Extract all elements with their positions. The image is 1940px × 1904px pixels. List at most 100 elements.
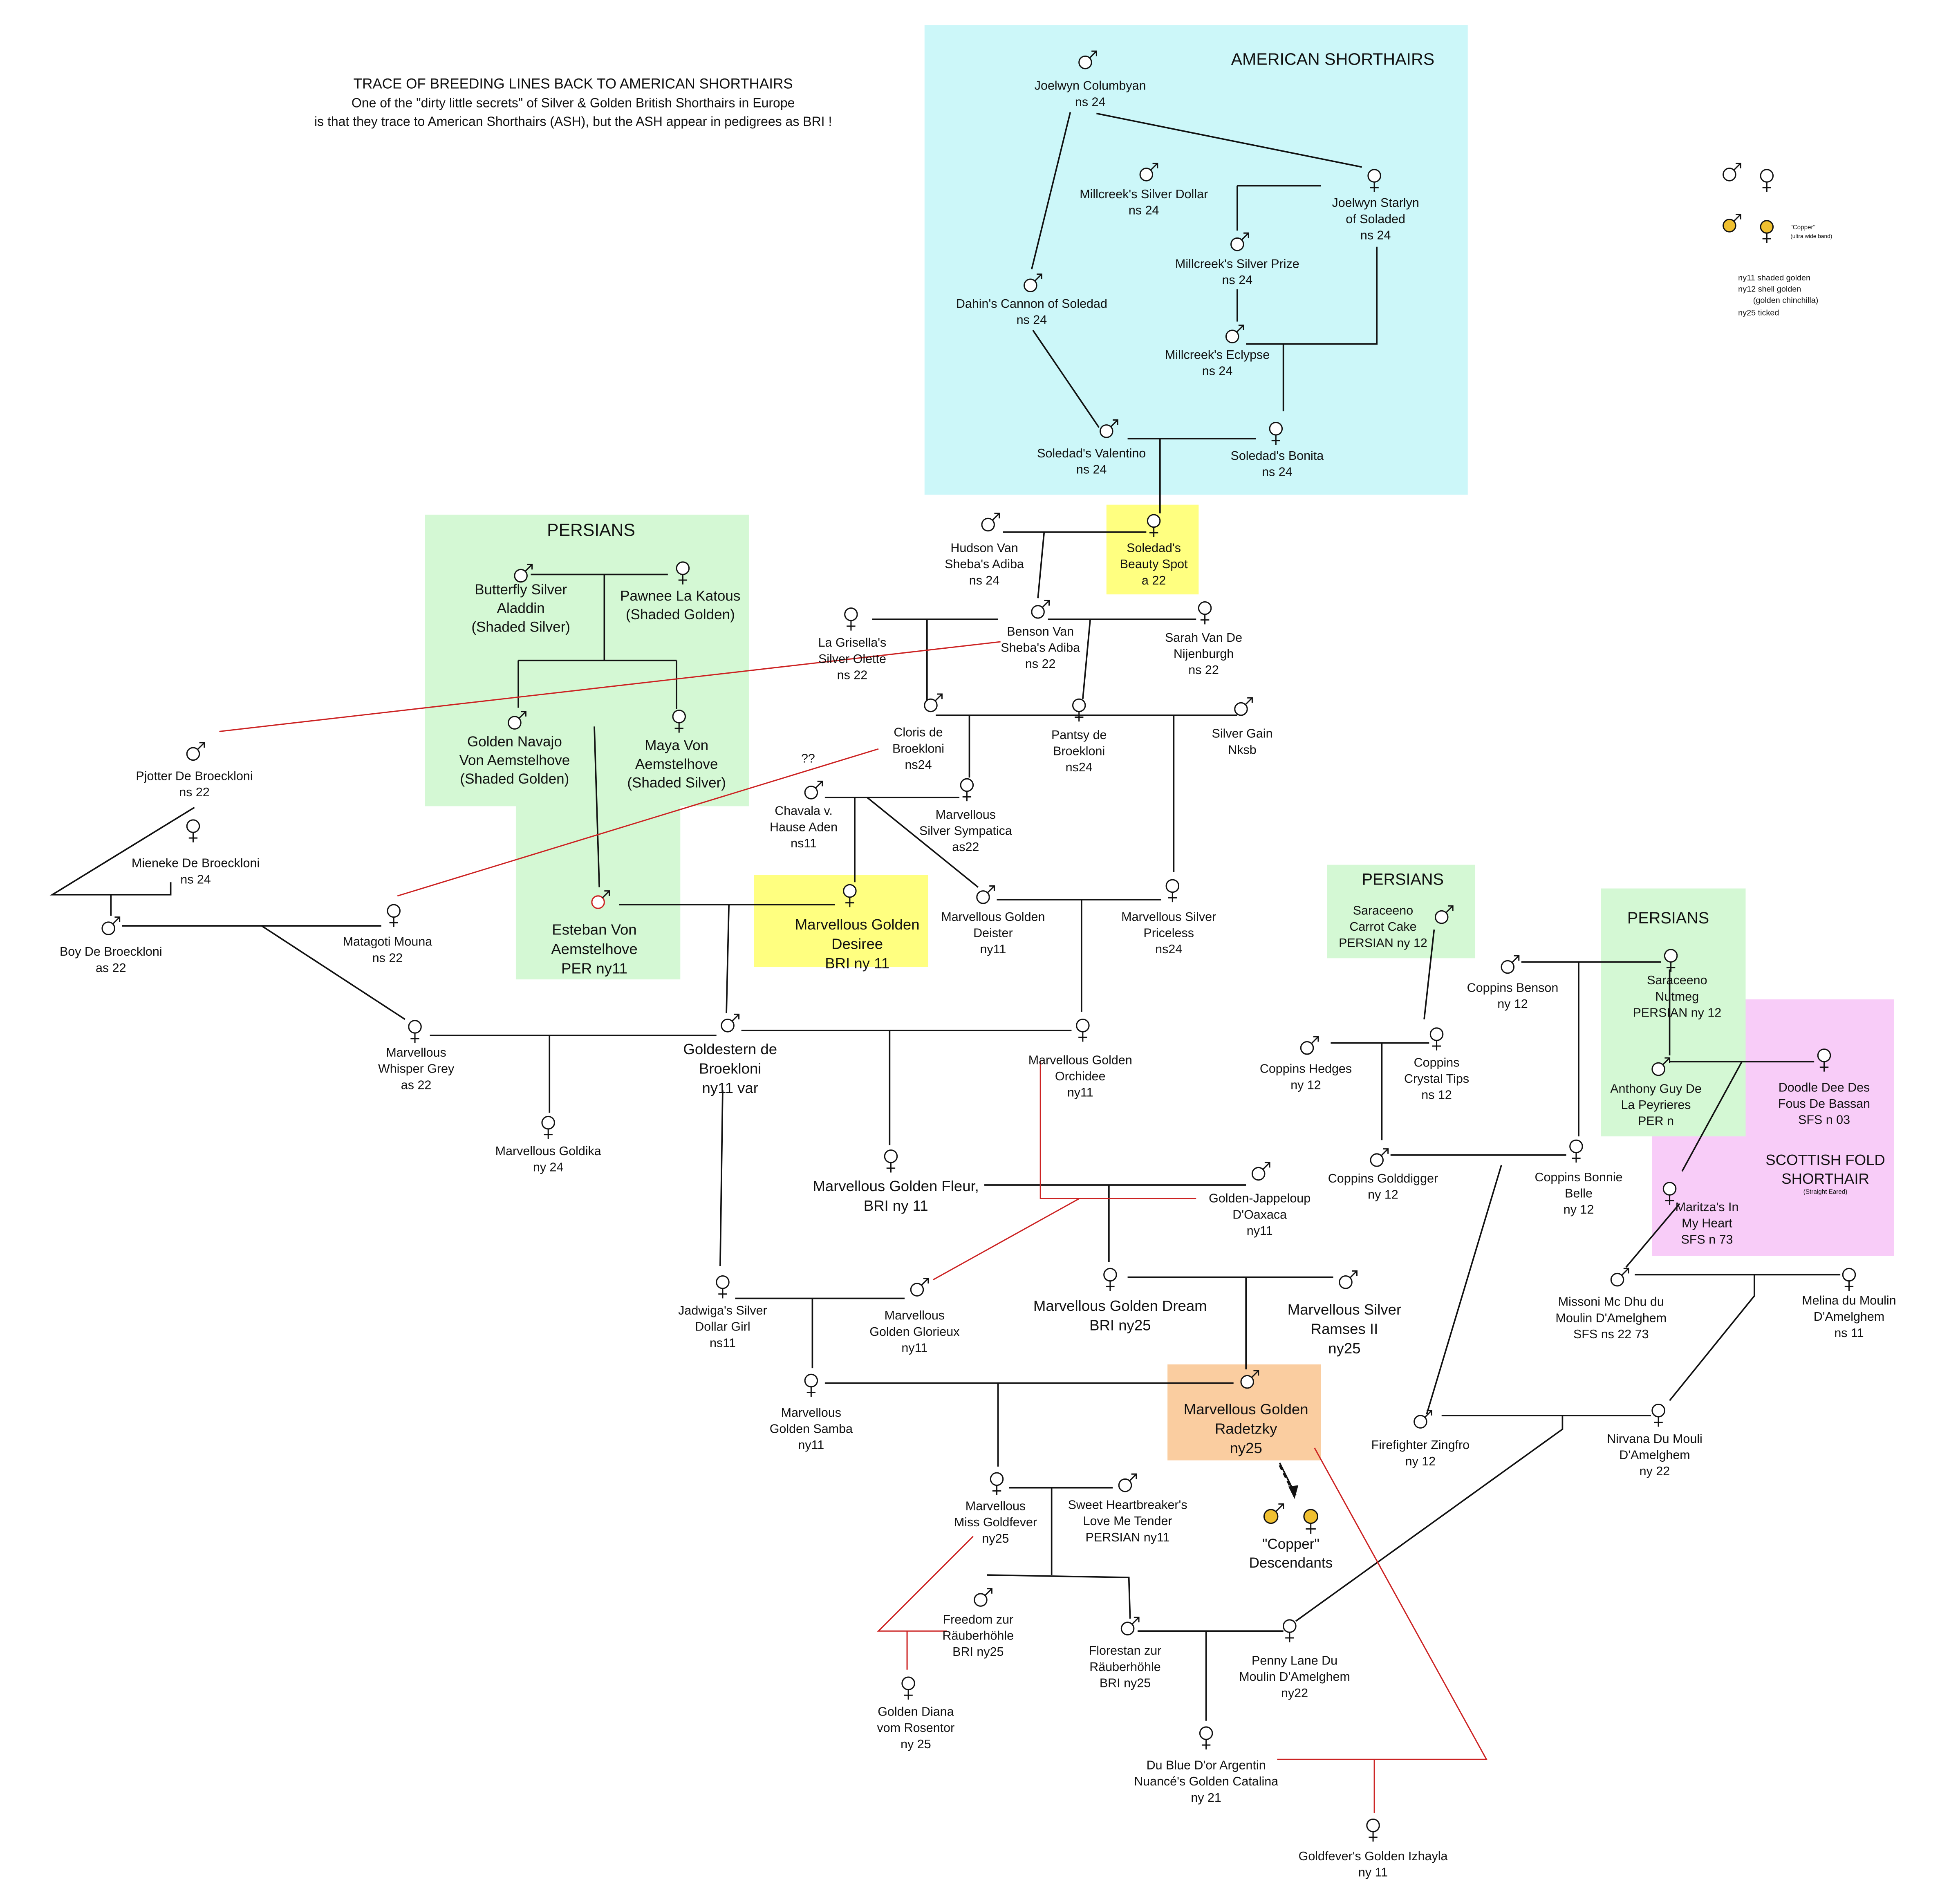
cat-name-line: Freedom zur xyxy=(943,1613,1013,1626)
cat-name-line: ny 22 xyxy=(1640,1464,1670,1478)
cat-name-line: Silver Gain xyxy=(1212,727,1273,741)
cat-name-line: Hause Aden xyxy=(770,820,838,834)
cat-name-line: D'Amelghem xyxy=(1619,1448,1690,1462)
cat-name-line: Joelwyn Starlyn xyxy=(1332,196,1419,210)
cat-name-line: ns 24 xyxy=(1202,364,1233,378)
title-line3: is that they trace to American Shorthair… xyxy=(314,114,832,129)
male-symbol-icon xyxy=(1434,905,1454,924)
cat-name-line: BRI ny25 xyxy=(1089,1317,1151,1333)
cat-name-line: Aemstelhove xyxy=(551,941,637,957)
cat-name-line: Marvellous xyxy=(885,1308,945,1322)
cat-name-line: as 22 xyxy=(96,961,126,975)
cat-name-line: Sweet Heartbreaker's xyxy=(1068,1498,1187,1512)
cat-name-line: Millcreek's Silver Prize xyxy=(1175,257,1299,271)
cat-name-line: Marvellous xyxy=(386,1046,446,1060)
cat-name-line: Love Me Tender xyxy=(1083,1514,1172,1528)
cat-name-line: BRI ny25 xyxy=(952,1645,1004,1659)
cat-name-line: Golden Glorieux xyxy=(869,1325,959,1339)
male-symbol-icon xyxy=(1251,1162,1270,1181)
persians-mid-region xyxy=(1327,865,1476,959)
female-symbol-icon xyxy=(1842,1268,1856,1291)
cat-name-line: Crystal Tips xyxy=(1404,1072,1469,1086)
cat-name-line: Pjotter De Broeckloni xyxy=(136,769,253,783)
cat-name-line: Pawnee La Katous xyxy=(620,588,740,604)
cat-name-line: Millcreek's Eclypse xyxy=(1165,348,1270,362)
cat-name-line: ny25 xyxy=(982,1532,1009,1546)
cat-name-line: Silver Sympatica xyxy=(919,824,1012,838)
cat-name-line: Desiree xyxy=(831,936,883,952)
male-symbol-icon xyxy=(1031,600,1050,619)
cat-name-line: (Shaded Golden) xyxy=(460,771,569,787)
legend: "Copper" (ultra wide band) ny11 shaded g… xyxy=(1723,162,1832,317)
cat-name-line: BRI ny25 xyxy=(1100,1676,1151,1690)
cat-name-line: Nutmeg xyxy=(1655,990,1699,1004)
female-symbol-icon xyxy=(804,1373,818,1397)
female-symbol-icon xyxy=(1366,1819,1380,1842)
female-symbol-icon xyxy=(1199,1726,1213,1749)
male-symbol-icon xyxy=(514,564,533,583)
cat-name-line: Marvellous Golden xyxy=(795,916,920,933)
cat-name-line: Pantsy de xyxy=(1051,728,1107,742)
female-symbol-icon xyxy=(960,778,974,802)
cat-name-line: ns 24 xyxy=(1262,465,1293,479)
cat-name-line: Whisper Grey xyxy=(378,1062,455,1076)
cat-name-line: Soledad's Valentino xyxy=(1037,446,1146,460)
female-symbol-icon xyxy=(1198,601,1212,625)
copper-male-icon xyxy=(1263,1503,1284,1524)
cat-name-line: Chavala v. xyxy=(775,804,833,818)
cat-name-line: PER n xyxy=(1638,1114,1674,1128)
persians-main-title: PERSIANS xyxy=(547,520,635,540)
female-symbol-icon xyxy=(186,819,200,842)
cat-name-line: ny11 xyxy=(798,1438,824,1452)
female-symbol-icon xyxy=(1076,1019,1090,1042)
copper-label-line2: Descendants xyxy=(1249,1555,1333,1571)
male-symbol-icon xyxy=(186,742,205,761)
male-symbol-icon xyxy=(1339,1270,1358,1289)
female-symbol-icon xyxy=(1072,698,1086,722)
cat-name-line: Nijenburgh xyxy=(1174,647,1234,661)
cat-name-line: ny 12 xyxy=(1290,1078,1321,1092)
cat-name-line: ny 12 xyxy=(1368,1188,1398,1202)
desiree-highlight xyxy=(754,875,928,967)
cat-name-line: La Peyrieres xyxy=(1621,1098,1691,1112)
persians-right-title: PERSIANS xyxy=(1627,909,1709,927)
title-line2: One of the "dirty little secrets" of Sil… xyxy=(352,95,795,110)
cat-name-line: as 22 xyxy=(401,1078,432,1092)
arrowhead-icon xyxy=(1288,1485,1299,1499)
cat-name-line: ny 25 xyxy=(901,1737,931,1751)
cat-name-line: Cloris de xyxy=(894,726,943,739)
cat-name-line: ny11 var xyxy=(702,1080,758,1096)
cat-name-line: Nuancé's Golden Catalina xyxy=(1134,1774,1278,1788)
male-symbol-icon xyxy=(1300,1036,1319,1055)
cat-name-line: vom Rosentor xyxy=(877,1721,955,1735)
cat-name-line: ny 21 xyxy=(1191,1791,1221,1805)
cat-name-line: Marvellous Golden Dream xyxy=(1033,1297,1207,1314)
male-symbol-icon xyxy=(924,693,943,712)
female-symbol-icon xyxy=(541,1116,555,1139)
cat-name-line: Ramses II xyxy=(1311,1321,1378,1337)
cat-name-line: Dahin's Cannon of Soledad xyxy=(956,297,1107,311)
